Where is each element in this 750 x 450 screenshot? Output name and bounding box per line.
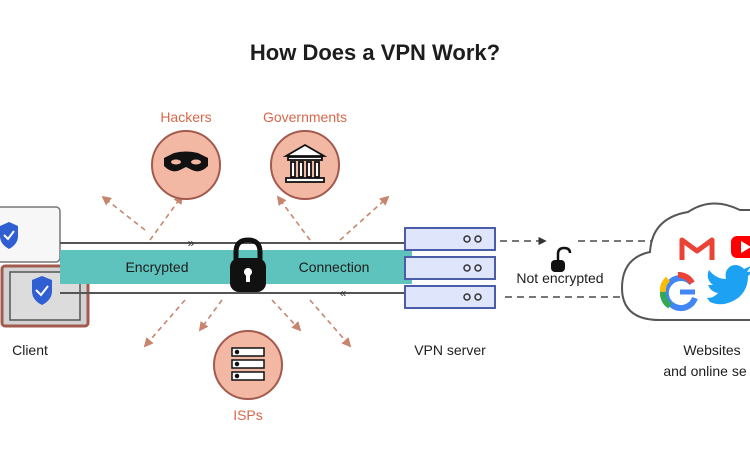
hackers-label: Hackers	[160, 109, 211, 125]
not-encrypted-label: Not encrypted	[516, 270, 603, 286]
masked-face-icon	[164, 151, 208, 172]
isp-arrow-far-left	[143, 299, 186, 348]
server-stack-icon	[231, 347, 265, 381]
forward-chevrons-icon: »	[188, 236, 195, 250]
isps-label: ISPs	[233, 407, 263, 423]
open-padlock-icon	[551, 246, 572, 272]
hackers-arrow-right	[149, 194, 184, 241]
page-title: How Does a VPN Work?	[250, 40, 500, 65]
gov-arrow-right	[339, 195, 390, 241]
server-unit	[404, 285, 496, 309]
governments-circle	[270, 130, 340, 200]
client-monitor	[0, 206, 61, 263]
hackers-arrow-left	[101, 195, 146, 231]
check-icon	[3, 230, 15, 241]
youtube-icon	[731, 236, 750, 258]
google-icon	[659, 272, 698, 312]
server-unit	[404, 256, 496, 280]
check-icon	[35, 285, 49, 297]
client-label: Client	[12, 342, 48, 358]
governments-label: Governments	[263, 109, 347, 125]
gmail-icon	[679, 236, 715, 260]
tunnel-left-label: Encrypted	[125, 259, 188, 275]
backward-chevrons-icon: «	[340, 286, 347, 300]
cloud-icon	[620, 202, 750, 321]
threat-arrows	[101, 194, 390, 348]
gov-arrow-left	[276, 195, 311, 241]
websites-label-line2: and online se	[663, 363, 747, 379]
padlock-icon	[230, 237, 266, 292]
vpn-server	[404, 227, 496, 309]
shield-icon	[32, 276, 52, 305]
websites-label-line1: Websites	[683, 342, 740, 358]
shield-icon	[0, 222, 18, 249]
vpn-server-label: VPN server	[414, 342, 486, 358]
twitter-icon	[707, 265, 750, 305]
isp-arrow-right	[271, 299, 302, 332]
tunnel-right-label: Connection	[299, 259, 370, 275]
government-building-icon	[282, 143, 328, 183]
isp-arrow-far-right	[309, 299, 352, 348]
server-unit	[404, 227, 496, 251]
client-devices	[0, 206, 90, 328]
isp-arrow-left	[198, 299, 223, 332]
